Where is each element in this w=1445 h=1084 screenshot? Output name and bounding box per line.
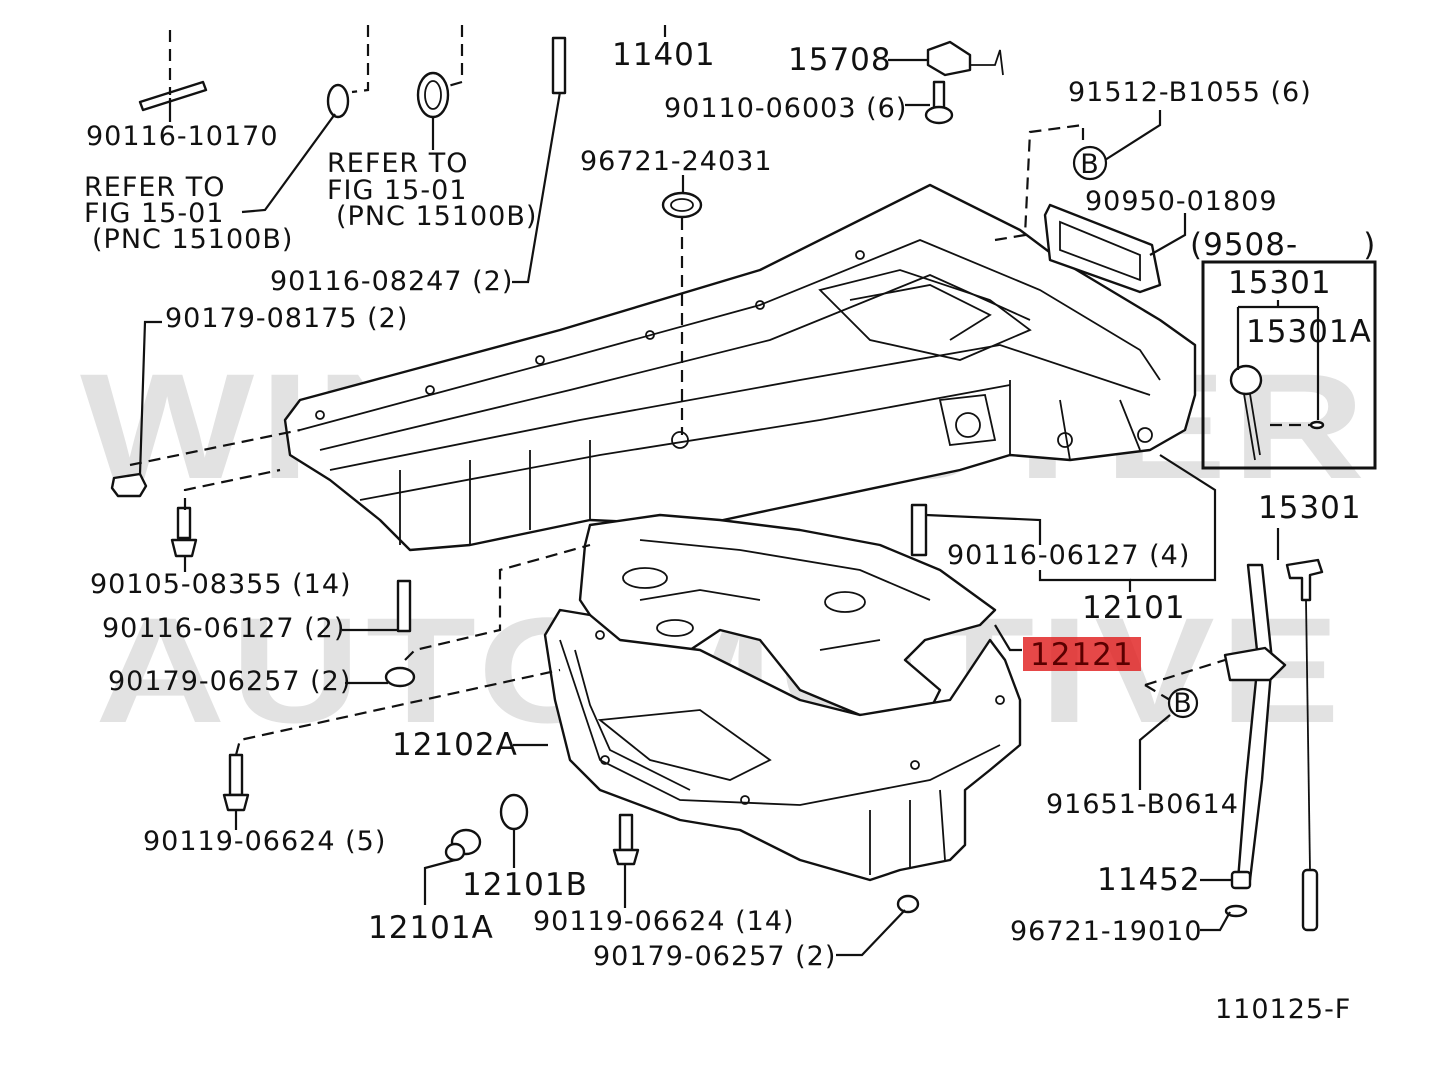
label-90179-08175[interactable]: 90179-08175 (2) [165,303,408,334]
bolt-90119-14-drawing [612,813,640,866]
label-12121[interactable]: 12121 [1030,637,1134,673]
label-12101A[interactable]: 12101A [368,910,494,946]
plate-90950-01809-drawing [1043,203,1162,294]
refer-note-1-line-3: (PNC 15100B) [92,224,293,255]
nut-90179-06257-bottom-drawing [896,894,920,914]
baffle-plate-drawing [578,513,997,717]
refer-note-2-line-2[interactable]: FIG 15-01 [327,175,467,206]
label-12101[interactable]: 12101 [1082,590,1186,626]
bolt-90119-5-drawing [222,753,250,812]
callout-b-bottom: B [1167,687,1199,719]
stud-90116-08247-drawing [551,36,567,95]
label-90179-06257-bottom[interactable]: 90179-06257 (2) [593,941,836,972]
bolt-90110-drawing [924,80,954,125]
label-90116-06127-4[interactable]: 90116-06127 (4) [947,540,1190,571]
callout-b-top: B [1072,145,1108,181]
dipstick-guide-drawing [1223,558,1324,932]
gasket-96721-24031-drawing [661,191,703,219]
label-91651-B0614[interactable]: 91651-B0614 [1046,789,1239,820]
label-90119-06624-5[interactable]: 90119-06624 (5) [143,826,386,857]
refer-note-2-line-1: REFER TO [327,148,469,179]
dipstick-inset-box [1201,260,1377,470]
refer-note-2-line-3: (PNC 15100B) [336,201,537,232]
label-12102A[interactable]: 12102A [392,727,518,763]
leader-lines [129,25,1280,957]
label-90179-06257-left[interactable]: 90179-06257 (2) [108,666,351,697]
stud-90116-06127-2-drawing [396,579,412,633]
highlight-12121 [1023,637,1141,671]
stud-90116-10170-drawing [138,80,208,112]
oil-level-sensor-15708-drawing [926,40,1004,77]
label-90116-10170[interactable]: 90116-10170 [86,121,279,152]
callout-b-bottom-label: B [1173,688,1193,719]
upper-oil-pan-drawing [283,183,1197,552]
lower-oil-pan-drawing [543,608,1022,882]
label-90116-06127-2[interactable]: 90116-06127 (2) [102,613,345,644]
nut-90179-08175-drawing [110,472,148,498]
label-9508-range: (9508- ) [1190,227,1376,263]
label-96721-24031[interactable]: 96721-24031 [580,146,773,177]
label-15301A[interactable]: 15301A [1246,314,1372,350]
label-96721-19010[interactable]: 96721-19010 [1010,916,1203,947]
label-15301[interactable]: 15301 [1258,490,1362,526]
label-11401[interactable]: 11401 [612,37,716,73]
label-90119-06624-14[interactable]: 90119-06624 (14) [533,906,795,937]
label-91512-B1055[interactable]: 91512-B1055 (6) [1068,77,1312,108]
gasket-large-drawing [416,71,450,119]
bolt-90105-drawing [170,506,198,558]
dipstick-15301A-inset-drawing [1229,364,1325,461]
refer-note-1-line-2[interactable]: FIG 15-01 [84,198,224,229]
label-15301-inset[interactable]: 15301 [1228,265,1332,301]
label-12101B[interactable]: 12101B [462,867,588,903]
refer-note-1-line-1: REFER TO [84,172,226,203]
label-15708[interactable]: 15708 [788,42,892,78]
nut-90179-06257-left-drawing [384,666,416,688]
part-labels: 11401 15708 90110-06003 (6) 96721-24031 … [84,37,1376,1025]
figure-code: 110125-F [1215,994,1351,1025]
gasket-12101B-drawing [499,793,529,831]
label-90105-08355[interactable]: 90105-08355 (14) [90,569,352,600]
label-11452[interactable]: 11452 [1097,862,1201,898]
callout-b-top-label: B [1080,149,1100,180]
drain-plug-12101A-drawing [444,828,482,862]
gasket-small-drawing [326,83,350,119]
label-90950-01809[interactable]: 90950-01809 [1085,186,1278,217]
stud-90116-06127-4-drawing [910,503,928,557]
label-90116-08247[interactable]: 90116-08247 (2) [270,266,513,297]
label-90110-06003[interactable]: 90110-06003 (6) [664,93,907,124]
